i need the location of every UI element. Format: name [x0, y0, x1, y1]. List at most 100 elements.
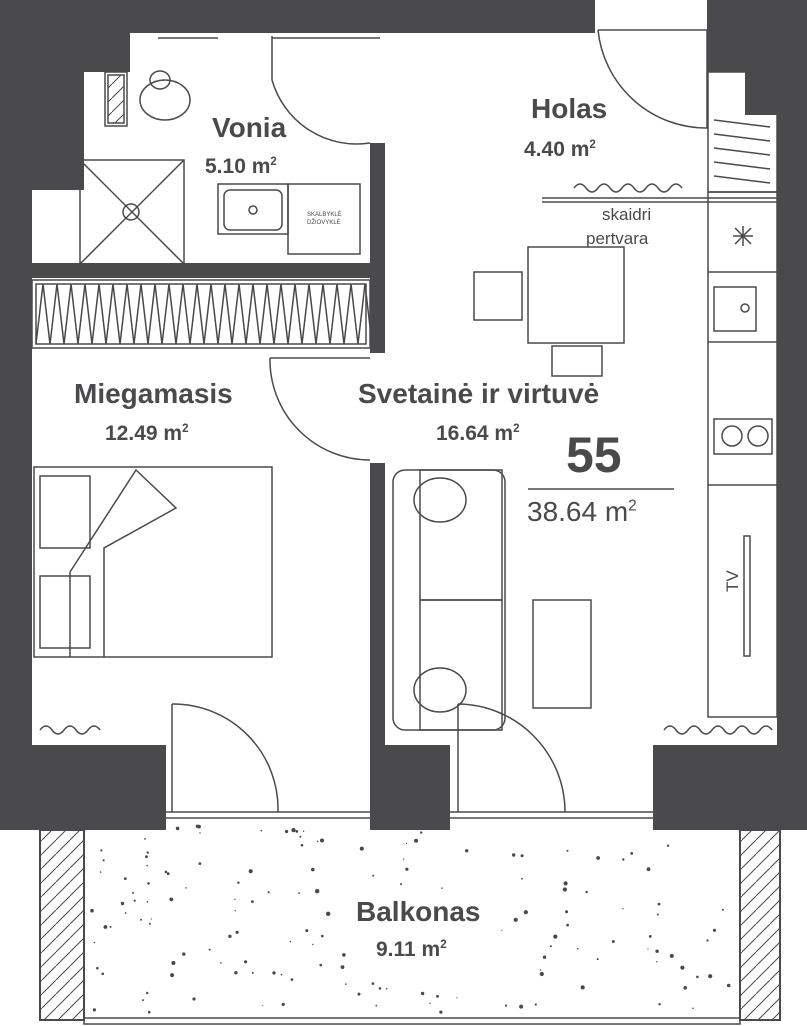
- balcony-speckle: [320, 838, 324, 843]
- balcony-speckle: [456, 997, 458, 999]
- balcony-speckle: [708, 974, 713, 979]
- dining-set: [473, 246, 625, 377]
- partition-note-line1: skaidri: [602, 205, 652, 224]
- balcony-speckle: [251, 971, 254, 974]
- balcony-speckle: [403, 858, 405, 860]
- balcony-speckle: [519, 1004, 524, 1009]
- balcony-speckle: [549, 945, 552, 948]
- balcony-speckle: [721, 908, 724, 911]
- balcony-speckle: [109, 925, 112, 928]
- room-area-svetaine: 16.64 m2: [436, 422, 520, 445]
- balcony-speckle: [311, 867, 315, 872]
- balcony-speckle: [439, 1010, 443, 1014]
- room-area-vonia: 5.10 m2: [205, 155, 277, 178]
- balcony-speckle: [192, 997, 196, 1001]
- balcony-speckle: [319, 963, 323, 967]
- balcony-speckle: [120, 901, 125, 906]
- balcony-speckle: [235, 930, 239, 934]
- balcony-speckle: [272, 971, 276, 975]
- balcony-speckle: [563, 881, 568, 886]
- balcony-speckle: [260, 829, 263, 832]
- balcony-speckle: [316, 840, 319, 843]
- sofa: [392, 469, 592, 731]
- balcony-speckle: [146, 864, 148, 867]
- room-name-svetaine: Svetainė ir virtuvė: [358, 378, 600, 409]
- balcony-speckle: [611, 940, 615, 943]
- balcony-speckle: [124, 912, 127, 914]
- balcony-speckle: [147, 882, 150, 885]
- balcony-speckle: [504, 1004, 508, 1007]
- balcony-speckle: [280, 973, 283, 976]
- balcony-speckle: [100, 849, 103, 852]
- balcony-speckle: [656, 913, 659, 916]
- balcony-speckle: [372, 874, 375, 877]
- balcony-speckle: [630, 852, 634, 855]
- balcony-speckle: [730, 828, 732, 830]
- balcony-speckle: [147, 1010, 151, 1014]
- balcony-speckle: [566, 849, 569, 852]
- kitchen-counter: [707, 191, 778, 718]
- balcony-speckle: [647, 948, 649, 950]
- balcony-speckle: [420, 831, 423, 834]
- balcony-speckle: [585, 890, 588, 894]
- balcony-speckle: [692, 1007, 694, 1010]
- room-area-holas: 4.40 m2: [524, 138, 596, 161]
- room-name-vonia: Vonia: [212, 112, 287, 143]
- unit-area: 38.64 m2: [527, 496, 637, 527]
- balcony-speckle: [378, 987, 382, 990]
- balcony-speckle: [234, 910, 236, 912]
- balcony-speckle: [198, 862, 202, 865]
- balcony-speckle: [420, 991, 425, 996]
- balcony-speckle: [657, 902, 661, 906]
- room-name-miegamasis: Miegamasis: [74, 378, 233, 409]
- room-area-miegamasis: 12.49 m2: [105, 422, 189, 445]
- balcony-speckle: [133, 899, 136, 902]
- balcony-speckle: [145, 855, 148, 859]
- doors: [171, 29, 708, 813]
- balcony-speckle: [344, 983, 347, 985]
- balcony-speckle: [148, 922, 151, 925]
- walls: [0, 0, 807, 830]
- balcony-speckle: [648, 935, 652, 938]
- balcony-speckle: [285, 829, 289, 834]
- balcony-speckle: [414, 838, 419, 843]
- balcony-speckle: [244, 960, 248, 964]
- balcony-speckle: [171, 961, 176, 965]
- appliance-label-line2: DŽIOVYKLĖ: [307, 220, 341, 226]
- balcony-speckle: [146, 901, 149, 903]
- balcony-speckle: [539, 969, 542, 971]
- balcony-speckle: [357, 992, 361, 996]
- bathroom-fixtures: [79, 37, 380, 265]
- balcony-speckle: [539, 971, 544, 977]
- balcony-speckle: [655, 949, 659, 953]
- balcony-speckle: [169, 897, 174, 902]
- balcony-speckle: [92, 1008, 96, 1012]
- wave-marks: [39, 183, 773, 735]
- balcony-speckle: [512, 853, 516, 857]
- balcony-speckle: [142, 999, 144, 1002]
- balcony-speckle: [712, 928, 717, 932]
- balcony-speckle: [385, 988, 388, 990]
- balcony-speckle: [150, 918, 152, 920]
- balcony-speckle: [523, 910, 529, 915]
- balcony-speckle: [302, 830, 305, 832]
- balcony-speckle: [726, 983, 731, 988]
- balcony-speckle: [298, 892, 300, 895]
- balcony-speckle: [622, 858, 625, 861]
- balcony-speckle: [596, 958, 599, 961]
- balcony-speckle: [93, 941, 96, 944]
- balcony-speckle: [680, 965, 685, 970]
- balcony-speckle: [291, 828, 296, 833]
- balcony-speckle: [220, 962, 222, 964]
- partition-note-line2: pertvara: [586, 229, 649, 248]
- balcony-speckle: [101, 972, 104, 976]
- balcony-speckle: [305, 929, 309, 933]
- balcony-speckle: [501, 929, 503, 931]
- balcony-speckle: [248, 869, 253, 874]
- balcony-speckle: [96, 966, 99, 970]
- balcony-speckle: [646, 867, 651, 872]
- balcony-speckle: [144, 838, 146, 840]
- balcony-speckle: [197, 824, 201, 829]
- balcony-speckle: [553, 934, 558, 939]
- balcony-speckle: [656, 961, 658, 963]
